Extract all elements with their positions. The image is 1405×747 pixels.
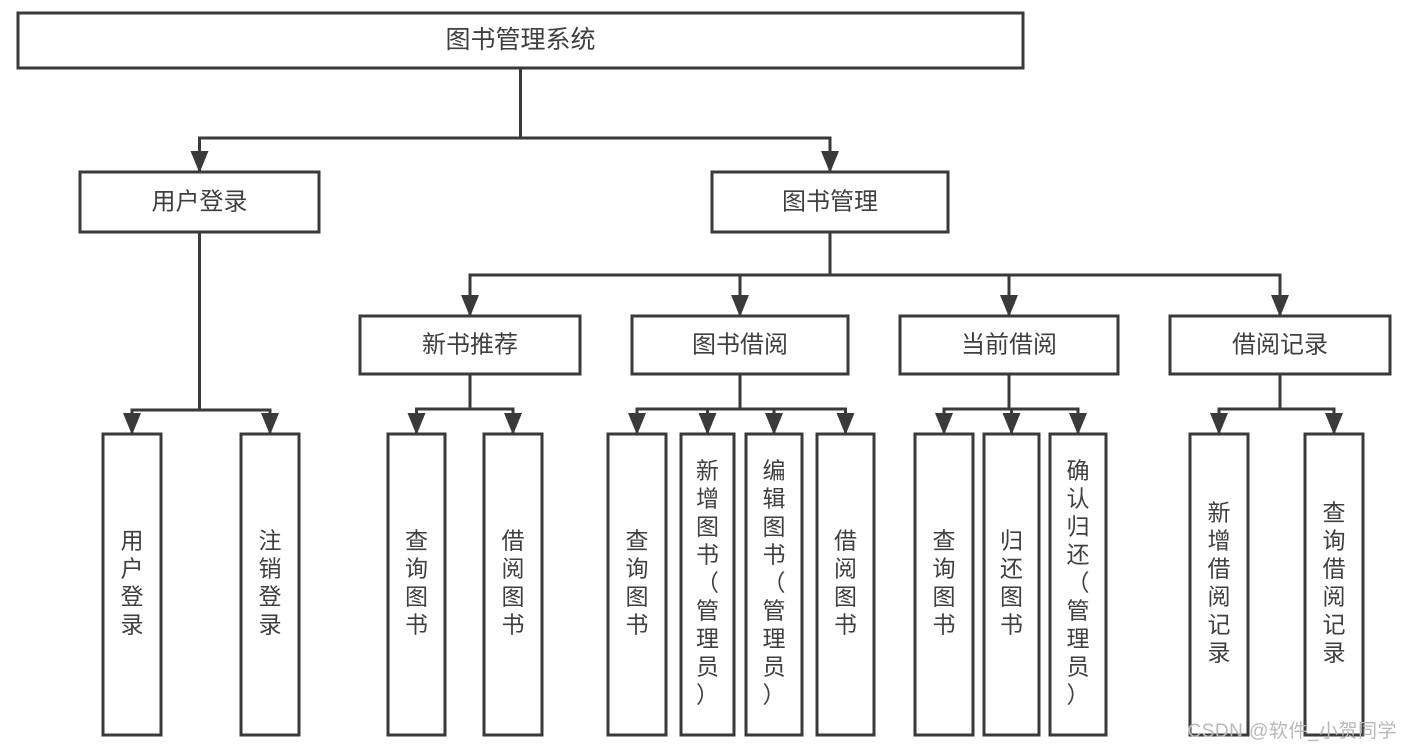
- node-label: 新增图书（管理员）: [696, 458, 719, 708]
- node-label: 图书管理系统: [445, 26, 595, 54]
- node-box: [744, 432, 804, 737]
- node-box: [78, 170, 321, 234]
- node-box: [679, 432, 736, 737]
- node-label: 查询借阅记录: [1323, 500, 1346, 666]
- arrow-head-icon: [190, 151, 209, 173]
- node-box: [386, 432, 447, 737]
- arrow-head-icon: [261, 413, 279, 435]
- arrow-head-icon: [1271, 295, 1289, 317]
- node-label: 用户登录: [152, 188, 248, 215]
- node-label: 查询图书: [405, 528, 428, 638]
- node-label: 查询图书: [626, 528, 649, 638]
- nodes-layer: 图书管理系统用户登录图书管理新书推荐图书借阅当前借阅借阅记录用户登录注销登录查询…: [16, 11, 1392, 737]
- node-box: [1048, 432, 1108, 737]
- node-label: 借阅记录: [1232, 331, 1328, 358]
- node-leaf-logout-login[interactable]: 注销登录: [239, 432, 301, 737]
- node-box: [482, 432, 544, 737]
- node-borrow-record[interactable]: 借阅记录: [1168, 314, 1392, 376]
- node-book-manage[interactable]: 图书管理: [710, 170, 950, 234]
- edges-layer: [123, 66, 1343, 436]
- node-label: 确认归还（管理员）: [1067, 458, 1090, 708]
- arrow-head-icon: [836, 413, 855, 435]
- arrow-head-icon: [1325, 413, 1343, 435]
- node-label: 借阅图书: [834, 528, 857, 638]
- arrow-head-icon: [698, 413, 717, 435]
- node-leaf-user-login[interactable]: 用户登录: [101, 432, 163, 737]
- arrow-head-icon: [765, 413, 783, 435]
- node-label: 图书管理: [782, 188, 878, 215]
- node-box: [982, 432, 1041, 737]
- node-box: [101, 432, 163, 737]
- arrow-head-icon: [1002, 413, 1021, 435]
- node-box: [16, 11, 1025, 70]
- node-leaf-add-borrow-record[interactable]: 新增借阅记录: [1188, 432, 1250, 737]
- node-label: 查询图书: [933, 528, 956, 638]
- node-box: [815, 432, 876, 737]
- arrow-head-icon: [504, 413, 522, 435]
- arrow-head-icon: [821, 151, 839, 173]
- node-current-borrow[interactable]: 当前借阅: [898, 314, 1120, 376]
- node-label: 用户登录: [121, 528, 144, 638]
- node-leaf-borrow-book-1[interactable]: 借阅图书: [482, 432, 544, 737]
- node-box: [1303, 432, 1365, 737]
- node-leaf-query-book-1[interactable]: 查询图书: [386, 432, 447, 737]
- node-box: [710, 170, 950, 234]
- node-box: [898, 314, 1120, 376]
- node-box: [1188, 432, 1250, 737]
- node-label: 图书借阅: [692, 331, 788, 358]
- arrow-head-icon: [407, 413, 426, 435]
- node-label: 编辑图书（管理员）: [763, 458, 786, 708]
- node-book-borrow[interactable]: 图书借阅: [630, 314, 850, 376]
- node-leaf-return-book[interactable]: 归还图书: [982, 432, 1041, 737]
- node-leaf-confirm-return-admin[interactable]: 确认归还（管理员）: [1048, 432, 1108, 737]
- arrow-head-icon: [1069, 413, 1087, 435]
- arrow-head-icon: [628, 413, 646, 435]
- node-box: [913, 432, 975, 737]
- arrow-head-icon: [1210, 413, 1228, 435]
- node-box: [606, 432, 668, 737]
- node-box: [630, 314, 850, 376]
- node-leaf-query-book-3[interactable]: 查询图书: [913, 432, 975, 737]
- arrow-head-icon: [1000, 295, 1018, 317]
- arrow-head-icon: [123, 413, 141, 435]
- node-label: 当前借阅: [961, 331, 1057, 358]
- node-label: 新增借阅记录: [1208, 500, 1231, 666]
- node-box: [1168, 314, 1392, 376]
- node-box: [239, 432, 301, 737]
- node-new-book-recommend[interactable]: 新书推荐: [358, 314, 582, 376]
- node-leaf-query-book-2[interactable]: 查询图书: [606, 432, 668, 737]
- node-label: 新书推荐: [422, 331, 518, 358]
- node-leaf-borrow-book-2[interactable]: 借阅图书: [815, 432, 876, 737]
- arrow-head-icon: [935, 413, 953, 435]
- arrow-head-icon: [731, 295, 749, 317]
- node-box: [358, 314, 582, 376]
- node-label: 借阅图书: [502, 528, 525, 638]
- node-label: 归还图书: [1000, 528, 1023, 638]
- node-label: 注销登录: [259, 528, 282, 638]
- node-user-login[interactable]: 用户登录: [78, 170, 321, 234]
- arrow-head-icon: [461, 295, 479, 317]
- node-leaf-edit-book-admin[interactable]: 编辑图书（管理员）: [744, 432, 804, 737]
- node-leaf-query-borrow-record[interactable]: 查询借阅记录: [1303, 432, 1365, 737]
- node-root[interactable]: 图书管理系统: [16, 11, 1025, 70]
- node-leaf-add-book-admin[interactable]: 新增图书（管理员）: [679, 432, 736, 737]
